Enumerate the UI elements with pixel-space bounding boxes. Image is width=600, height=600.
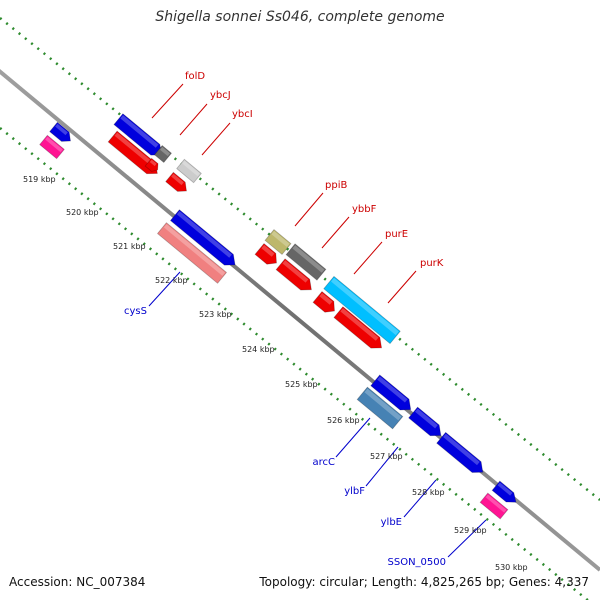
gene-red-ybcI	[165, 171, 187, 192]
gene-label-forward: folD	[185, 71, 205, 82]
tick-label: 525 kbp	[285, 380, 318, 389]
leader-line-forward	[321, 216, 350, 249]
leader-line-reverse	[365, 446, 399, 487]
gene-olive-ppiB	[264, 229, 292, 255]
leader-line-reverse	[335, 417, 371, 458]
gene-label-forward: ppiB	[325, 180, 347, 191]
tick-label: 524 kbp	[242, 345, 275, 354]
gene-label-forward: ybbF	[352, 204, 377, 215]
leader-line-forward	[201, 122, 231, 156]
gene-label-reverse: ylbE	[381, 517, 402, 528]
topology-label: Topology: circular; Length: 4,825,265 bp…	[259, 575, 589, 589]
gene-lightgray	[176, 158, 202, 184]
gene-salmon-cysS	[156, 222, 228, 284]
tick-label: 521 kbp	[113, 242, 146, 251]
gene-gray-small	[153, 144, 173, 164]
tick-label: 529 kbp	[454, 526, 487, 535]
gene-label-reverse: cysS	[124, 306, 147, 317]
gene-blue-right	[491, 480, 517, 503]
leader-line-forward	[387, 270, 417, 304]
gene-pink-left	[39, 134, 65, 160]
tick-label: 527 kbp	[370, 452, 403, 461]
tick-label: 530 kbp	[495, 563, 528, 572]
gene-blue-arcC	[370, 374, 412, 411]
feature-layer	[39, 113, 517, 520]
gene-red-ybbF	[275, 258, 312, 291]
gene-pink-right	[479, 492, 509, 520]
leader-line-forward	[151, 83, 184, 119]
gene-label-reverse: SSON_0500	[388, 557, 447, 568]
tick-label: 526 kbp	[327, 416, 360, 425]
gene-label-forward: purE	[385, 229, 408, 240]
map-title: Shigella sonnei Ss046, complete genome	[155, 9, 445, 25]
leader-line-reverse	[447, 519, 487, 558]
gene-blue-ylbE	[436, 431, 484, 473]
tick-label: 519 kbp	[23, 175, 56, 184]
gene-red-ppiB	[254, 243, 277, 265]
gene-label-forward: ybcI	[232, 109, 253, 120]
gene-red-small	[144, 157, 159, 172]
tick-layer: 519 kbp 520 kbp 521 kbp 522 kbp 523 kbp 524 k…	[23, 175, 528, 572]
tick-label: 523 kbp	[199, 310, 232, 319]
leader-line-reverse	[148, 271, 181, 307]
gene-label-reverse: arcC	[313, 457, 336, 468]
gene-red-purK	[333, 306, 383, 349]
accession-label: Accession: NC_007384	[9, 575, 146, 589]
leader-line-forward	[294, 192, 324, 227]
tick-label: 522 kbp	[155, 276, 188, 285]
gene-label-reverse: ylbF	[344, 486, 365, 497]
tick-label: 520 kbp	[66, 208, 99, 217]
leader-line-reverse	[403, 479, 437, 518]
leader-line-forward	[179, 103, 208, 136]
gene-cyan-purE	[323, 275, 401, 345]
gene-blue-left	[49, 121, 71, 142]
gene-blue-ylbF	[408, 406, 442, 437]
gene-label-forward: purK	[420, 258, 444, 269]
tick-label: 528 kbp	[412, 488, 445, 497]
gene-blue-cysS-region	[169, 209, 236, 266]
leader-line-forward	[353, 241, 383, 275]
inner-dotted-track	[0, 127, 590, 600]
gene-red-purE	[312, 291, 335, 313]
gene-label-forward: ybcJ	[210, 90, 231, 101]
gene-red-ybcJ	[107, 130, 158, 175]
gene-steel-arcC	[356, 386, 404, 430]
gene-gray-ybbF	[285, 243, 327, 281]
